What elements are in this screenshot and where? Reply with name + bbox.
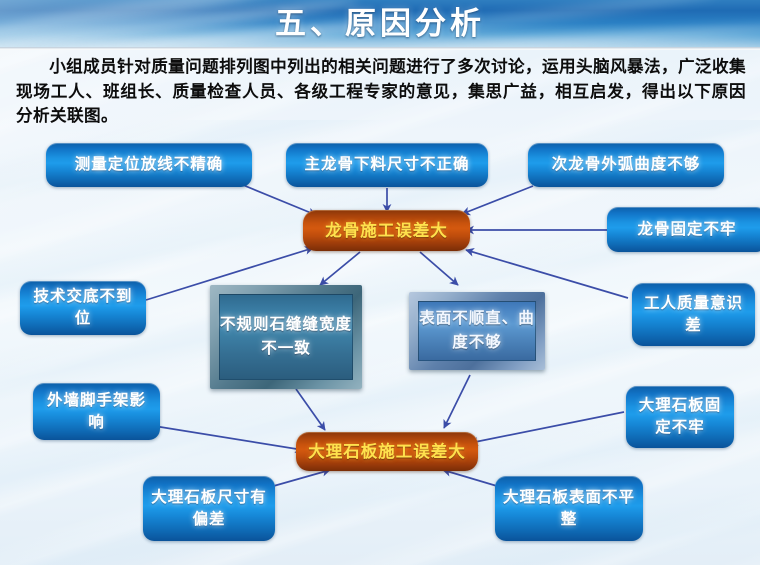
node-irregular-seam[interactable]: 不规则石缝缝宽度不一致 — [210, 285, 362, 389]
intro-paragraph: 小组成员针对质量问题排列图中列出的相关问题进行了多次讨论，运用头脑风暴法，广泛收… — [16, 57, 746, 125]
node-label: 大理石板尺寸有偏差 — [151, 488, 267, 528]
node-label: 主龙骨下料尺寸不正确 — [304, 156, 470, 173]
node-label: 工人质量意识差 — [643, 294, 743, 334]
slide-header-banner: 五、原因分析 — [0, 0, 760, 48]
arrow-keel-error-to-irregular-seam — [319, 251, 361, 286]
header-divider — [0, 47, 760, 50]
node-inner-panel: 表面不顺直、曲度不够 — [418, 301, 536, 361]
arrow-surface-curve-to-marble-error — [443, 374, 471, 429]
arrow-keel-error-to-surface-curve — [419, 251, 459, 286]
node-keel-loose[interactable]: 龙骨固定不牢 — [607, 207, 760, 252]
node-main-keel-cut[interactable]: 主龙骨下料尺寸不正确 — [286, 143, 488, 187]
node-tech-briefing[interactable]: 技术交底不到位 — [20, 281, 146, 335]
node-label: 龙骨固定不牢 — [637, 220, 737, 238]
node-measure[interactable]: 测量定位放线不精确 — [46, 143, 252, 187]
node-label: 次龙骨外弧曲度不够 — [551, 156, 701, 173]
node-label: 外墙脚手架影响 — [46, 391, 146, 431]
node-keel-error[interactable]: 龙骨施工误差大 — [303, 210, 470, 251]
node-label: 表面不顺直、曲度不够 — [419, 310, 535, 351]
arrow-irregular-seam-to-marble-error — [295, 388, 326, 431]
arrow-marbleloose-to-marble-error — [469, 411, 625, 446]
node-marble-size[interactable]: 大理石板尺寸有偏差 — [143, 476, 275, 541]
node-sub-keel-arc[interactable]: 次龙骨外弧曲度不够 — [528, 143, 724, 187]
node-label: 不规则石缝缝宽度不一致 — [220, 316, 353, 357]
node-marble-flat[interactable]: 大理石板表面不平整 — [495, 476, 643, 541]
page-title: 五、原因分析 — [275, 6, 485, 41]
node-label: 龙骨施工误差大 — [325, 220, 448, 240]
node-surface-curve[interactable]: 表面不顺直、曲度不够 — [409, 292, 545, 370]
node-marble-error[interactable]: 大理石板施工误差大 — [296, 432, 478, 471]
node-inner-panel: 不规则石缝缝宽度不一致 — [219, 294, 353, 380]
node-worker-aware[interactable]: 工人质量意识差 — [632, 283, 755, 346]
node-label: 大理石板固定不牢 — [638, 397, 722, 436]
node-scaffold[interactable]: 外墙脚手架影响 — [33, 383, 160, 440]
node-label: 大理石板施工误差大 — [308, 441, 466, 461]
node-label: 技术交底不到位 — [33, 288, 133, 327]
node-label: 大理石板表面不平整 — [502, 488, 635, 528]
node-label: 测量定位放线不精确 — [74, 156, 224, 173]
arrow-measure-to-keel-error — [242, 184, 317, 217]
arrow-workeraware-to-keel-error — [465, 248, 629, 299]
arrow-subkeel-to-keel-error — [461, 185, 534, 216]
node-marble-loose[interactable]: 大理石板固定不牢 — [626, 386, 734, 448]
arrow-scaffold-to-marble-error — [147, 424, 304, 454]
